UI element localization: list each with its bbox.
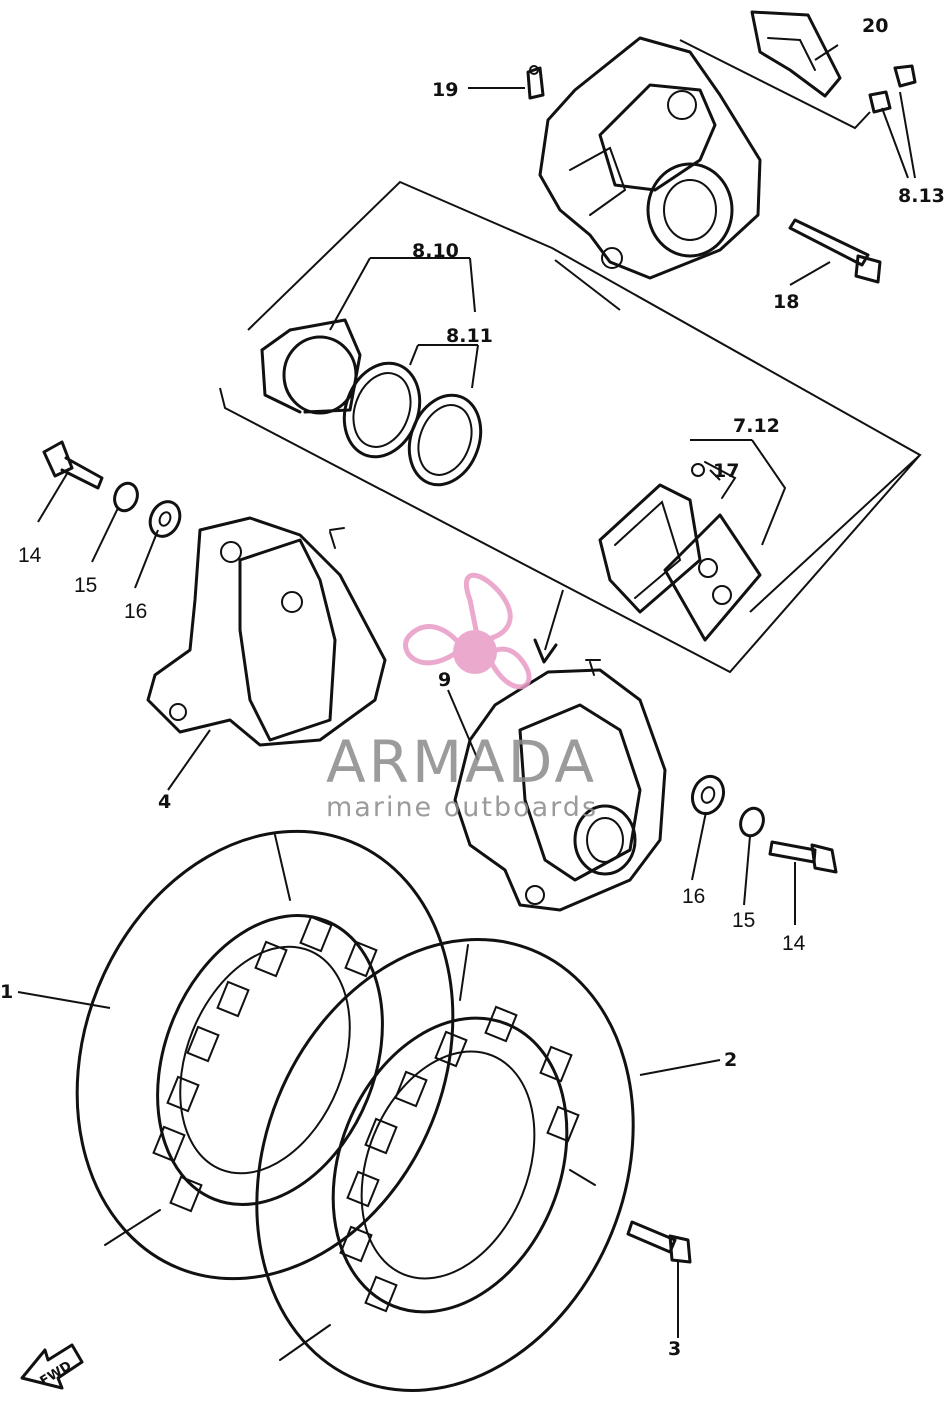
callout-19: 19 [432,79,458,101]
brake-disc-left [75,829,455,1281]
callout-15-left: 15 [74,574,97,597]
right-bolt [768,840,838,874]
disc-bolt [626,1220,692,1264]
left-caliper [146,516,387,747]
callout-8-13: 8.13 [898,185,945,207]
small-bolts [868,64,917,114]
caliper-pin [788,218,882,284]
bleed-screw [526,65,545,100]
fwd-label: FWD [38,1358,75,1389]
callout-18: 18 [773,291,799,313]
assembly-arrow [533,589,564,664]
group-bracket [219,180,922,674]
callout-15-right: 15 [732,909,755,932]
callout-17: 17 [713,460,739,482]
watermark-subtitle: marine outboards [326,792,598,823]
piston-seals [342,361,483,487]
leader-lines [17,44,916,1338]
left-lock-washer [113,481,139,513]
brake-pads [598,461,762,642]
right-caliper [453,659,667,912]
propeller-logo-icon [403,572,532,690]
upper-caliper [538,36,762,280]
callouts: 20 19 8.13 18 8.10 8.11 7.12 17 14 15 16… [0,15,945,1360]
callout-4: 4 [158,791,171,813]
callout-20: 20 [862,15,888,37]
callout-7-12: 7.12 [733,415,780,437]
brake-disc-right [255,938,635,1392]
callout-16-left: 16 [124,600,147,623]
left-flat-washer [148,500,182,538]
right-flat-washer [690,774,726,816]
callout-14-right: 14 [782,932,806,955]
callout-8-10: 8.10 [412,240,459,262]
callout-2: 2 [724,1049,737,1071]
callout-1: 1 [0,981,13,1003]
piston [260,318,362,415]
callout-3: 3 [668,1338,681,1360]
forward-arrow-icon [20,1343,84,1390]
callout-8-11: 8.11 [446,325,493,347]
right-lock-washer [739,806,765,838]
left-bolt [42,440,104,490]
callout-16-right: 16 [682,885,705,908]
callout-9: 9 [438,669,451,691]
upper-bracket [554,39,871,311]
watermark-title: ARMADA [326,728,597,796]
watermark: ARMADA marine outboards [326,572,598,823]
callout-14-left: 14 [18,544,42,567]
pad-spring [750,10,842,98]
